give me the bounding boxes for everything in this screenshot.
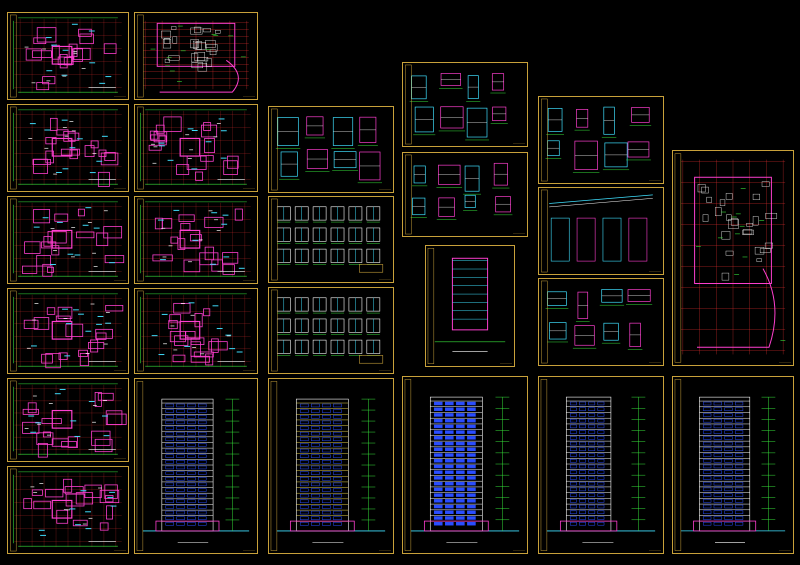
sheet-caption: ____ — [648, 545, 661, 551]
sheet-caption: ____ — [242, 365, 255, 371]
details-drawing — [271, 108, 382, 191]
elevation-drawing — [270, 381, 386, 551]
drawing-sheet-detail-6: ____ — [538, 96, 664, 184]
drawing-sheet-plan-9: ____ — [7, 466, 129, 554]
details-drawing — [541, 98, 652, 182]
sheet-caption: ____ — [113, 275, 126, 281]
sheet-caption: ____ — [242, 545, 255, 551]
sheet-caption: ____ — [113, 183, 126, 189]
floor-plan-drawing — [10, 290, 124, 372]
floor-plan-drawing — [10, 14, 122, 98]
sheet-caption: ____ — [378, 274, 391, 280]
floor-plan-drawing — [10, 468, 122, 552]
floor-plan-drawing — [10, 198, 125, 282]
drawing-sheet-plan-8: ____ — [7, 378, 129, 462]
drawing-sheet-detail-4: ____ — [402, 62, 528, 147]
sheet-caption: ____ — [242, 91, 255, 97]
drawing-sheet-plan-7: ____ — [134, 288, 258, 374]
sheet-caption: ____ — [378, 184, 391, 190]
floor-plan-drawing — [137, 198, 251, 282]
drawing-sheet-detail-7: ____ — [538, 278, 664, 366]
drawing-sheet-detail-1: ____ — [268, 106, 394, 193]
drawing-sheet-detail-5: ____ — [402, 152, 528, 237]
floor-plan-drawing — [10, 106, 122, 190]
sheet-caption: ____ — [648, 357, 661, 363]
drawing-sheet-plan-1: ____ — [7, 12, 129, 100]
windows-drawing — [271, 289, 384, 372]
drawing-sheet-elev-2: ____ — [268, 378, 394, 554]
sheet-caption: ____ — [113, 545, 126, 551]
drawing-sheet-plan-4: ____ — [7, 196, 129, 284]
site-plan-drawing — [674, 153, 786, 363]
sheet-caption: ____ — [113, 365, 126, 371]
floor-plan-drawing — [137, 106, 251, 190]
details-drawing — [541, 280, 653, 364]
sheet-caption: ____ — [378, 545, 391, 551]
details-drawing — [405, 64, 508, 145]
sheet-caption: ____ — [378, 365, 391, 371]
sheet-caption: ____ — [648, 266, 661, 272]
elevation-drawing — [540, 379, 656, 551]
floor-plan-drawing — [10, 380, 127, 460]
sheet-caption: ____ — [113, 91, 126, 97]
drawing-sheet-elev-5: ____ — [672, 376, 794, 554]
drawing-sheet-core-1: ____ — [425, 245, 515, 367]
sheet-caption: ____ — [778, 357, 791, 363]
site-plan-drawing — [137, 14, 249, 98]
drawing-sheet-plan-2: ____ — [7, 104, 129, 192]
drawing-sheet-plan-5: ____ — [134, 196, 258, 284]
sheet-caption: ____ — [499, 358, 512, 364]
sheet-caption: ____ — [512, 228, 525, 234]
floor-plan-drawing — [137, 290, 251, 372]
drawing-sheet-detail-3: ____ — [268, 287, 394, 374]
drawing-sheet-plan-6: ____ — [7, 288, 129, 374]
section-drawing — [541, 189, 653, 273]
elevation-drawing — [136, 381, 250, 551]
sheet-caption: ____ — [512, 545, 525, 551]
details-drawing — [405, 154, 513, 235]
sheet-caption: ____ — [778, 545, 791, 551]
sheet-caption: ____ — [242, 183, 255, 189]
drawing-sheet-plan-3: ____ — [134, 104, 258, 192]
drawing-sheet-elev-3: ____ — [402, 376, 528, 554]
core-plan-drawing — [427, 248, 506, 364]
drawing-sheet-detail-2: ____ — [268, 196, 394, 283]
drawing-sheet-section-1: ____ — [538, 187, 664, 275]
elevation-drawing — [404, 379, 520, 551]
drawing-sheet-site-1: ____ — [134, 12, 258, 100]
sheet-caption: ____ — [242, 275, 255, 281]
windows-drawing — [271, 198, 384, 281]
elevation-drawing — [674, 379, 786, 551]
sheet-caption: ____ — [512, 138, 525, 144]
sheet-caption: ____ — [113, 453, 126, 459]
drawing-sheet-site-2: ____ — [672, 150, 794, 366]
drawing-sheet-elev-1: ____ — [134, 378, 258, 554]
drawing-sheet-elev-4: ____ — [538, 376, 664, 554]
sheet-caption: ____ — [648, 175, 661, 181]
